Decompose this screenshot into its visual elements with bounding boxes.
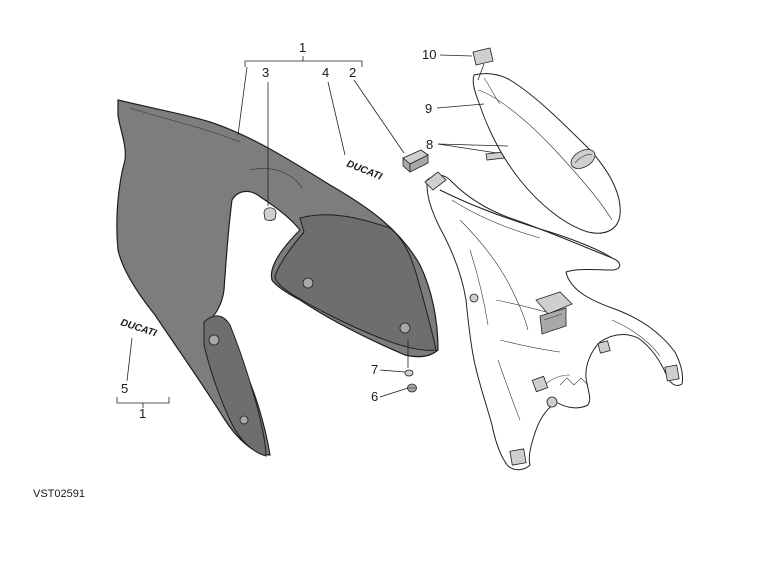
panel-fastener-hole xyxy=(239,415,249,425)
callout-6: 6 xyxy=(371,389,378,404)
ducati-decal-5: DUCATI xyxy=(119,317,158,339)
panel-inner-surface xyxy=(274,214,437,351)
bracket-part-1-bottom xyxy=(116,397,170,408)
callout-1-bottom: 1 xyxy=(139,406,146,421)
panel-fastener-hole xyxy=(399,322,411,334)
callout-9: 9 xyxy=(425,101,432,116)
panel-lower-flap xyxy=(203,315,267,457)
screw-part-6 xyxy=(407,383,417,393)
frame-lug xyxy=(597,340,611,354)
panel-fastener-hole xyxy=(302,277,314,289)
grommet-part-3 xyxy=(263,207,277,221)
washer-part-7 xyxy=(404,369,414,377)
panel-fastener-hole xyxy=(208,334,220,346)
diagram-code: VST02591 xyxy=(33,488,85,500)
callout-2: 2 xyxy=(349,65,356,80)
callout-4: 4 xyxy=(322,65,329,80)
frame-hole xyxy=(469,293,479,303)
callout-7: 7 xyxy=(371,362,378,377)
callout-10: 10 xyxy=(422,47,436,62)
frame-hole xyxy=(546,396,558,408)
side-panel-assembly xyxy=(116,99,439,457)
bracket-part-1-top xyxy=(244,56,363,67)
frame-lug xyxy=(664,364,680,382)
callouts: 1 3 4 2 10 9 8 7 6 5 1 xyxy=(121,40,436,421)
frame-lug xyxy=(509,448,527,466)
svg-text:DUCATI: DUCATI xyxy=(119,317,158,339)
rubber-block-part-2 xyxy=(402,149,429,173)
leader-lines xyxy=(126,54,509,398)
seat-cover-part-9 xyxy=(472,73,621,234)
rear-subframe xyxy=(424,171,683,471)
ducati-decal-4: DUCATI xyxy=(345,159,384,183)
pad-part-10 xyxy=(472,47,494,66)
frame-lug xyxy=(531,375,549,393)
callout-3: 3 xyxy=(262,65,269,80)
svg-text:DUCATI: DUCATI xyxy=(345,159,384,183)
callout-1-top: 1 xyxy=(299,40,306,55)
callout-8: 8 xyxy=(426,137,433,152)
callout-5: 5 xyxy=(121,381,128,396)
